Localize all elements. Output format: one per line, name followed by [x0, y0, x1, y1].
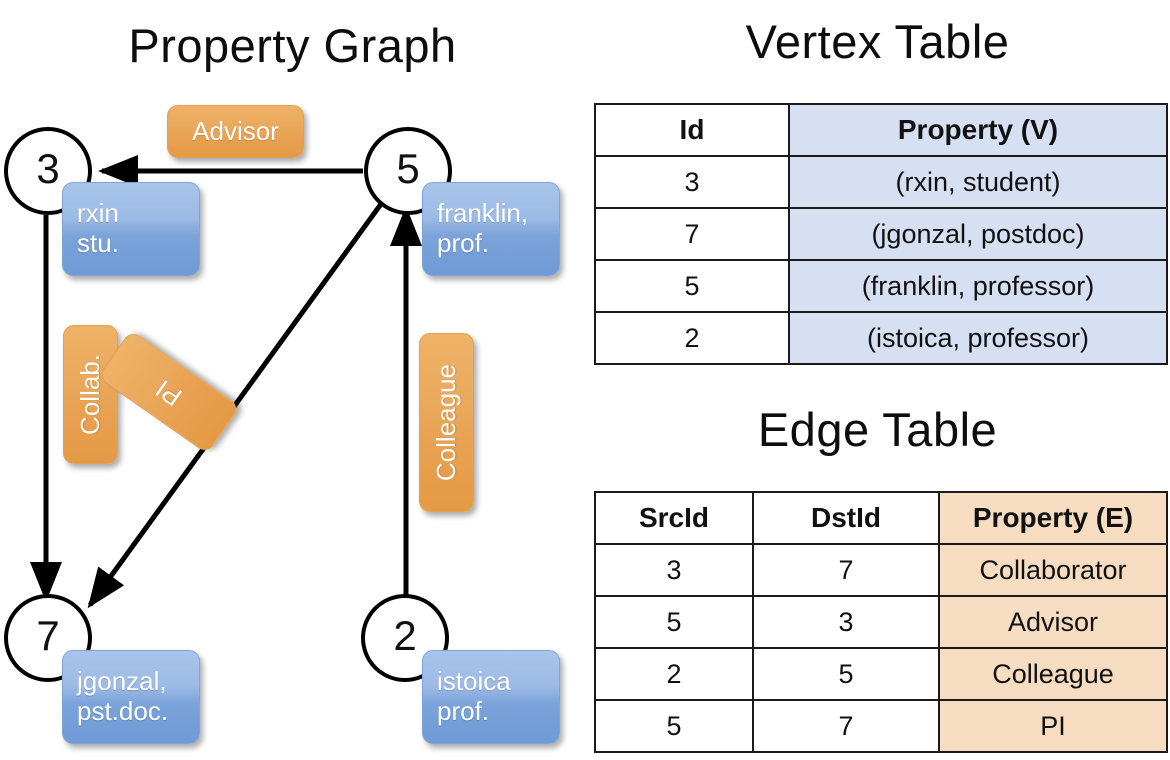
edge-label-colleague[interactable]: Colleague [419, 333, 474, 512]
vertex-cell-property: (franklin, professor) [788, 259, 1168, 313]
edge-cell-dstid: 3 [752, 595, 940, 649]
table-row: 2 5 Colleague [594, 647, 1168, 701]
node-5-property-box[interactable]: franklin, prof. [422, 182, 560, 276]
vertex-table: Id Property (V) 3 (rxin, student) 7 (jgo… [594, 103, 1168, 365]
vertex-cell-id: 7 [594, 207, 790, 261]
vertex-cell-property: (jgonzal, postdoc) [788, 207, 1168, 261]
edge-cell-property: Advisor [938, 595, 1168, 649]
edge-header-srcid: SrcId [594, 491, 754, 545]
node-7-property-box[interactable]: jgonzal, pst.doc. [62, 650, 200, 744]
edge-label-colleague-text: Colleague [430, 363, 461, 482]
table-row: 3 (rxin, student) [594, 155, 1168, 209]
page-title-property-graph: Property Graph [128, 19, 457, 72]
edge-label-collab-text: Collab. [74, 354, 105, 435]
edge-label-collab[interactable]: Collab. [63, 325, 118, 464]
edge-cell-property: Colleague [938, 647, 1168, 701]
table-header-row: Id Property (V) [594, 103, 1168, 157]
table-row: 5 7 PI [594, 699, 1168, 753]
edge-header-property: Property (E) [938, 491, 1168, 545]
node-2-property-box[interactable]: istoica prof. [422, 650, 560, 744]
edge-table: SrcId DstId Property (E) 3 7 Collaborato… [594, 491, 1168, 753]
edge-cell-property: Collaborator [938, 543, 1168, 597]
section-title-vertex-table: Vertex Table [745, 15, 1010, 68]
vertex-header-property: Property (V) [788, 103, 1168, 157]
graph-node-2-label: 2 [393, 612, 417, 659]
edge-cell-dstid: 7 [752, 543, 940, 597]
table-row: 7 (jgonzal, postdoc) [594, 207, 1168, 261]
vertex-cell-id: 5 [594, 259, 790, 313]
edge-cell-srcid: 2 [594, 647, 754, 701]
node-3-property-box[interactable]: rxin stu. [62, 182, 200, 276]
edge-label-advisor[interactable]: Advisor [167, 105, 304, 158]
edge-cell-dstid: 5 [752, 647, 940, 701]
table-row: 5 3 Advisor [594, 595, 1168, 649]
graph-node-7-label: 7 [36, 612, 60, 659]
edge-cell-dstid: 7 [752, 699, 940, 753]
edge-cell-srcid: 5 [594, 595, 754, 649]
edge-header-dstid: DstId [752, 491, 940, 545]
table-header-row: SrcId DstId Property (E) [594, 491, 1168, 545]
table-row: 3 7 Collaborator [594, 543, 1168, 597]
vertex-cell-property: (rxin, student) [788, 155, 1168, 209]
graph-node-5-label: 5 [396, 145, 420, 192]
graph-node-3-label: 3 [36, 145, 60, 192]
edge-cell-srcid: 3 [594, 543, 754, 597]
vertex-header-id: Id [594, 103, 790, 157]
graph-node-3[interactable]: 3 [4, 127, 92, 215]
table-row: 5 (franklin, professor) [594, 259, 1168, 313]
edge-label-pi-text: PI [149, 373, 188, 413]
vertex-cell-id: 3 [594, 155, 790, 209]
section-title-edge-table: Edge Table [757, 403, 998, 456]
edge-cell-property: PI [938, 699, 1168, 753]
property-graph-canvas: 3 5 7 2 rxin stu. franklin, prof. jgonza… [0, 70, 585, 760]
table-row: 2 (istoica, professor) [594, 311, 1168, 365]
edge-cell-srcid: 5 [594, 699, 754, 753]
vertex-cell-property: (istoica, professor) [788, 311, 1168, 365]
vertex-cell-id: 2 [594, 311, 790, 365]
